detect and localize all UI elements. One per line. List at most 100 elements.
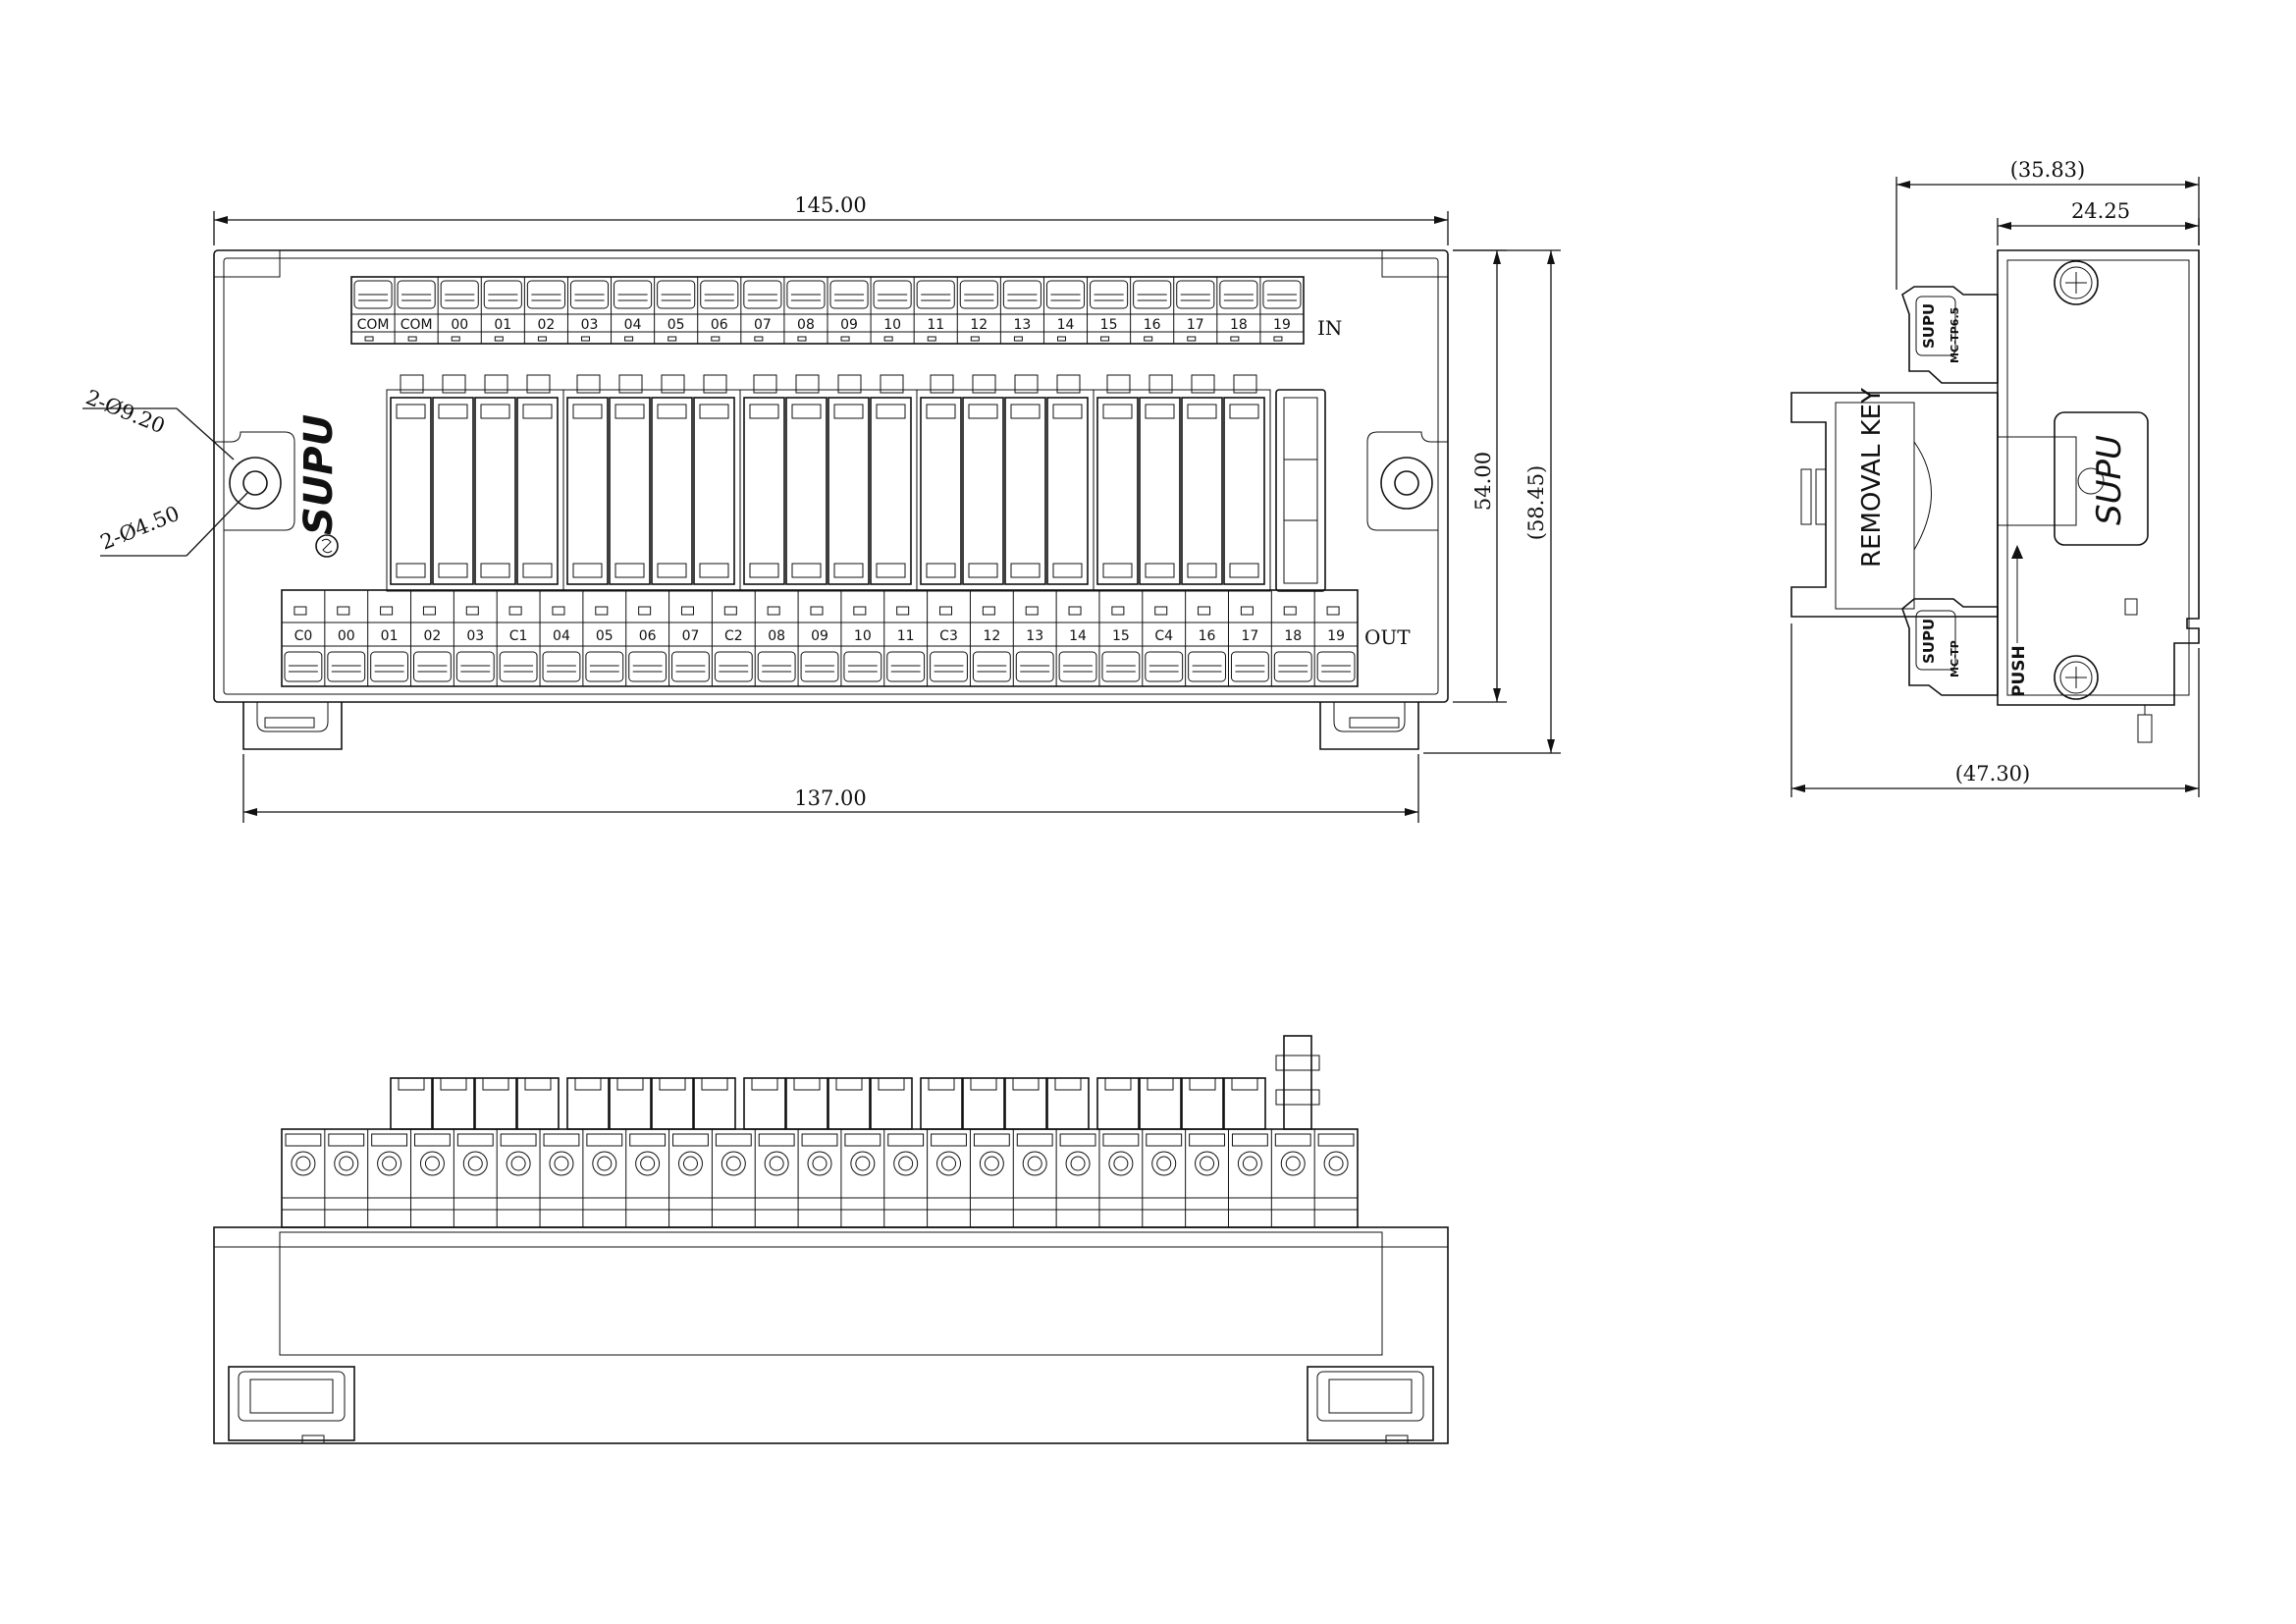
relay-module xyxy=(743,374,785,585)
screw-bottom xyxy=(2054,655,2099,700)
out-terminal-label: 13 xyxy=(1026,628,1043,644)
in-terminal: 10 xyxy=(870,277,912,344)
elevation-terminal xyxy=(1313,1129,1355,1227)
in-terminal-label: 11 xyxy=(927,317,944,333)
in-terminal: 05 xyxy=(654,277,696,344)
out-terminal: 10 xyxy=(840,590,882,686)
out-terminal: 15 xyxy=(1098,590,1141,686)
out-terminal: 17 xyxy=(1227,590,1269,686)
in-terminal: 09 xyxy=(827,277,869,344)
out-terminal-label: 09 xyxy=(811,628,828,644)
out-terminal: 13 xyxy=(1012,590,1054,686)
elevation-relay xyxy=(1004,1077,1047,1130)
out-terminal: 00 xyxy=(324,590,366,686)
in-terminal: 18 xyxy=(1216,277,1258,344)
elevation-relay xyxy=(1139,1077,1182,1130)
in-terminal: 14 xyxy=(1042,277,1086,344)
out-terminal-label: C0 xyxy=(294,628,313,644)
out-terminal-label: 01 xyxy=(381,628,399,644)
relay-module xyxy=(785,374,828,585)
relay-module xyxy=(566,374,609,585)
dim-137-label: 137.00 xyxy=(794,786,866,810)
in-terminal-label: 14 xyxy=(1057,317,1075,333)
elevation-relay xyxy=(693,1077,736,1130)
mounting-foot-right xyxy=(1319,702,1419,750)
removal-key-label: REMOVAL KEY xyxy=(1857,388,1887,568)
elevation-terminal xyxy=(1270,1129,1311,1227)
in-terminal-label: 02 xyxy=(537,317,555,333)
elevation-relay xyxy=(516,1077,560,1130)
elevation-relay xyxy=(651,1077,694,1130)
in-terminal-label: 18 xyxy=(1230,317,1248,333)
dim-58-label: (58.45) xyxy=(1524,465,1548,541)
elevation-relay xyxy=(474,1077,517,1130)
out-terminal: 18 xyxy=(1270,590,1312,686)
elevation-relay xyxy=(566,1077,610,1130)
elevation-terminal xyxy=(840,1129,881,1227)
in-terminal: 00 xyxy=(437,277,479,344)
elevation-terminal xyxy=(625,1129,667,1227)
elevation-relay xyxy=(920,1077,963,1130)
in-terminal-label: 04 xyxy=(624,317,642,333)
relay-module xyxy=(870,374,912,585)
in-terminal: 07 xyxy=(740,277,782,344)
push-label: PUSH xyxy=(2009,645,2029,697)
in-terminal-label: 08 xyxy=(797,317,815,333)
dim-hole-leaders: 2-Ø9.20 2-Ø4.50 xyxy=(82,385,248,557)
out-terminal: C2 xyxy=(711,590,753,686)
relay-module xyxy=(1096,374,1139,585)
in-terminal-label: COM xyxy=(357,317,390,333)
svg-text:SUPU: SUPU xyxy=(296,414,342,535)
out-terminal-label: 02 xyxy=(424,628,442,644)
relay-module xyxy=(828,374,870,585)
elevation-terminal xyxy=(797,1129,838,1227)
out-terminal: 11 xyxy=(883,590,926,686)
relay-module xyxy=(1004,374,1046,585)
elevation-foot-right xyxy=(1307,1366,1434,1444)
out-terminal-label: 04 xyxy=(553,628,570,644)
relay-module xyxy=(962,374,1004,585)
elevation-view xyxy=(213,1035,1449,1444)
in-terminal-label: 10 xyxy=(883,317,901,333)
elevation-terminal xyxy=(927,1129,967,1227)
out-terminal-label: 10 xyxy=(854,628,872,644)
elevation-terminal xyxy=(668,1129,709,1227)
dim-width-145: 145.00 xyxy=(213,193,1449,245)
in-terminal: 19 xyxy=(1259,277,1302,344)
elevation-terminal xyxy=(969,1129,1010,1227)
elevation-relay xyxy=(870,1077,913,1130)
elevation-terminal xyxy=(539,1129,580,1227)
elevation-relay xyxy=(743,1077,786,1130)
out-terminal-label: 18 xyxy=(1284,628,1302,644)
in-terminal-label: 15 xyxy=(1100,317,1118,333)
elevation-relay xyxy=(1096,1077,1140,1130)
out-terminal: 03 xyxy=(453,590,495,686)
in-row-label: IN xyxy=(1317,316,1342,340)
mounting-hole-left xyxy=(214,431,295,531)
in-terminal-label: 01 xyxy=(494,317,511,333)
relay-bank xyxy=(386,374,1271,592)
out-terminal-label: 19 xyxy=(1327,628,1345,644)
out-terminal-label: 07 xyxy=(682,628,700,644)
elevation-relay xyxy=(828,1077,871,1130)
out-terminal-label: 11 xyxy=(897,628,915,644)
elevation-relay xyxy=(432,1077,475,1130)
in-terminal-label: COM xyxy=(400,317,433,333)
elevation-terminal xyxy=(1012,1129,1053,1227)
relay-module xyxy=(1139,374,1181,585)
relay-module xyxy=(609,374,651,585)
dim-145-label: 145.00 xyxy=(794,193,866,217)
in-terminal-label: 00 xyxy=(451,317,468,333)
dim-width-137: 137.00 xyxy=(242,754,1419,823)
elevation-foot-left xyxy=(228,1366,355,1444)
out-terminal-label: 16 xyxy=(1199,628,1216,644)
out-terminal-label: 05 xyxy=(596,628,614,644)
elevation-terminal xyxy=(1227,1129,1268,1227)
out-terminal: 09 xyxy=(797,590,839,686)
out-terminal-label: C1 xyxy=(509,628,528,644)
elevation-relay xyxy=(962,1077,1005,1130)
supu-logo-mark xyxy=(315,534,339,558)
dim-height-54: 54.00 xyxy=(1453,249,1507,703)
